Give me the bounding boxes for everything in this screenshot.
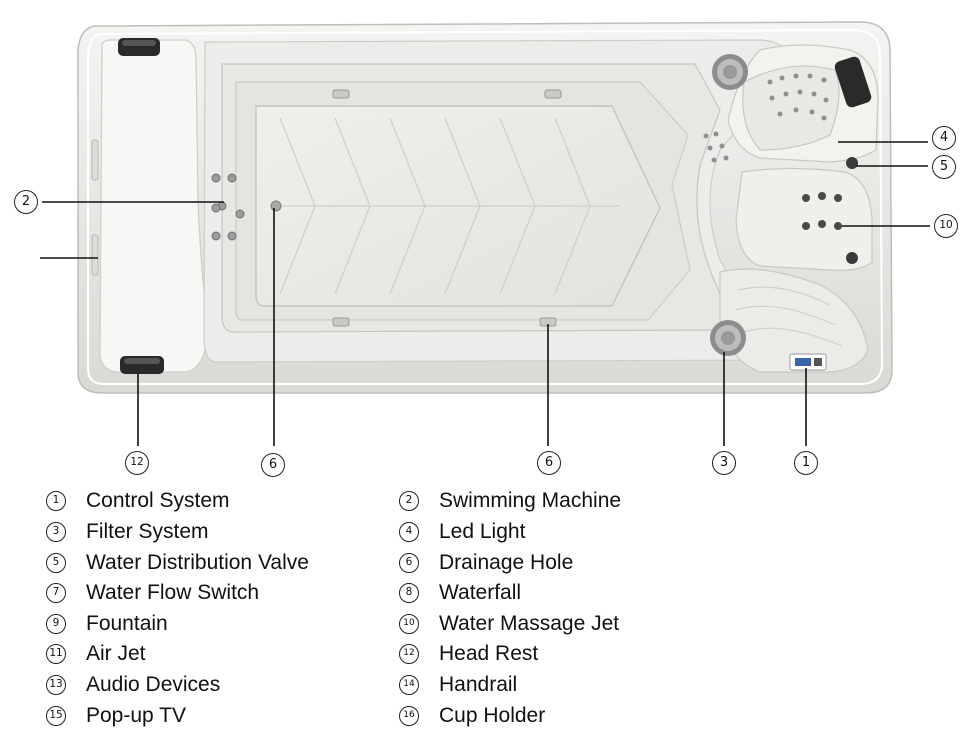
legend-item-swimming-machine: 2 Swimming Machine (399, 487, 621, 515)
legend-number: 13 (46, 675, 66, 695)
legend-number: 9 (46, 614, 66, 634)
legend-item-water-distribution-valve: 5 Water Distribution Valve (46, 549, 309, 577)
legend-item-led-light: 4 Led Light (399, 518, 525, 546)
legend-label: Handrail (439, 673, 518, 696)
legend-item-cup-holder: 16 Cup Holder (399, 702, 545, 730)
legend-label: Waterfall (439, 581, 522, 604)
legend-label: Water Distribution Valve (86, 551, 309, 574)
callout-water-valve: 5 (932, 155, 956, 179)
left-bench (99, 39, 209, 373)
legend: 1 Control System 3 Filter System 5 Water… (0, 482, 970, 732)
callout-massage-jet: 10 (934, 214, 958, 238)
spa-diagram: 2 4 5 10 12 6 6 3 1 (14, 21, 958, 477)
legend-item-pop-up-tv: 15 Pop-up TV (46, 702, 186, 730)
legend-number: 16 (399, 706, 419, 726)
leader-lines (40, 141, 930, 446)
callout-control: 1 (794, 451, 818, 475)
lounge-jets (703, 73, 829, 163)
legend-label: Pop-up TV (86, 704, 187, 727)
legend-item-handrail: 14 Handrail (399, 671, 517, 699)
legend-label: Water Flow Switch (86, 581, 260, 604)
legend-label: Led Light (439, 520, 526, 543)
legend-label: Control System (86, 489, 230, 512)
drainage-hole (270, 200, 282, 212)
legend-label: Audio Devices (86, 673, 221, 696)
legend-item-fountain: 9 Fountain (46, 610, 168, 638)
legend-number: 6 (399, 553, 419, 573)
legend-number: 11 (46, 644, 66, 664)
legend-label: Filter System (86, 520, 209, 543)
legend-label: Water Massage Jet (439, 612, 620, 635)
water-valve-top (846, 157, 858, 169)
legend-number: 3 (46, 522, 66, 542)
lounge-back (742, 65, 840, 151)
massage-seat (735, 167, 873, 271)
legend-number: 14 (399, 675, 419, 695)
callout-drainage-right: 6 (537, 451, 561, 475)
corner-seat (719, 268, 869, 373)
legend-label: Air Jet (86, 642, 146, 665)
legend-number: 7 (46, 583, 66, 603)
massage-jets (802, 192, 842, 230)
callout-filter: 3 (712, 451, 736, 475)
legend-number: 4 (399, 522, 419, 542)
callout-swimming-machine: 2 (14, 190, 38, 214)
legend-label: Head Rest (439, 642, 539, 665)
legend-item-filter-system: 3 Filter System (46, 518, 209, 546)
legend-number: 2 (399, 491, 419, 511)
legend-item-drainage-hole: 6 Drainage Hole (399, 549, 573, 577)
filter-bottom (710, 320, 746, 356)
floor-chevrons (276, 117, 620, 295)
legend-item-audio-devices: 13 Audio Devices (46, 671, 220, 699)
legend-number: 8 (399, 583, 419, 603)
legend-item-water-flow-switch: 7 Water Flow Switch (46, 579, 259, 607)
pool-lights (332, 89, 562, 327)
legend-item-water-massage-jet: 10 Water Massage Jet (399, 610, 619, 638)
legend-number: 12 (399, 644, 419, 664)
legend-number: 1 (46, 491, 66, 511)
legend-item-air-jet: 11 Air Jet (46, 640, 146, 668)
legend-number: 10 (399, 614, 419, 634)
filter-top (712, 54, 748, 90)
legend-item-waterfall: 8 Waterfall (399, 579, 521, 607)
legend-label: Fountain (86, 612, 168, 635)
legend-item-head-rest: 12 Head Rest (399, 640, 538, 668)
legend-label: Cup Holder (439, 704, 546, 727)
legend-label: Drainage Hole (439, 551, 574, 574)
callout-head-rest: 12 (125, 451, 149, 475)
legend-number: 5 (46, 553, 66, 573)
legend-number: 15 (46, 706, 66, 726)
legend-item-control-system: 1 Control System (46, 487, 230, 515)
legend-label: Swimming Machine (439, 489, 622, 512)
swim-spa-illustration (40, 21, 930, 446)
callout-drainage-left: 6 (261, 453, 285, 477)
callout-led-light: 4 (932, 126, 956, 150)
swim-jets (211, 173, 245, 241)
head-rest-right (834, 56, 872, 108)
water-valve-bottom (846, 252, 858, 264)
